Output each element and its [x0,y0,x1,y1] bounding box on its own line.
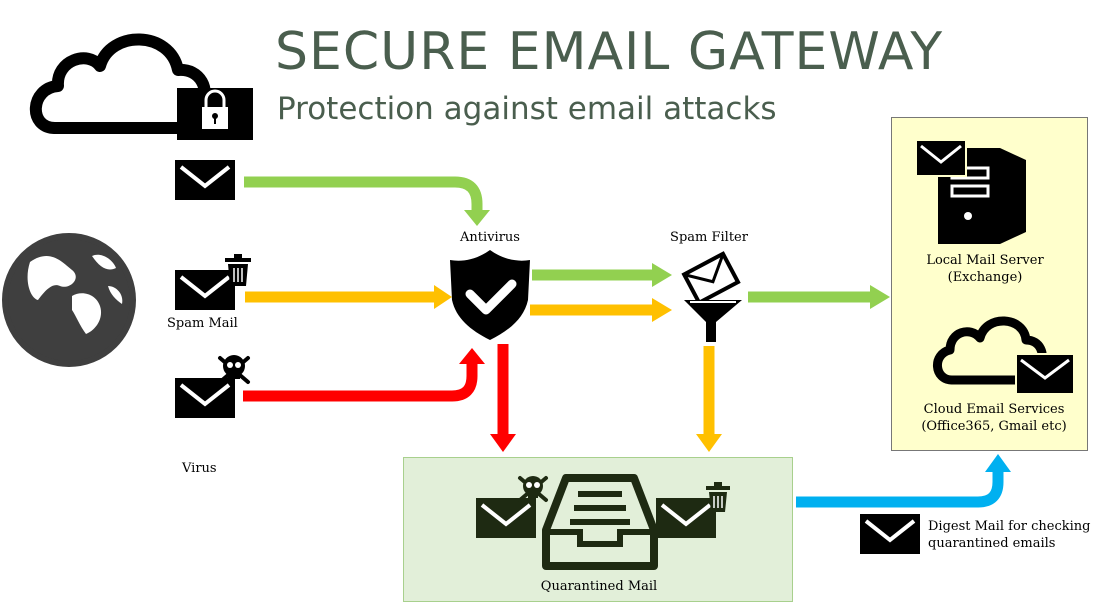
page-title: SECURE EMAIL GATEWAY [275,22,944,82]
virus-mail-arrow [243,348,485,402]
antivirus-to-quarantine-arrow [490,344,516,452]
digest-mail-icon [858,512,922,556]
trash-icon [225,254,251,286]
digest-label: Digest Mail for checking [928,519,1091,534]
spam-mail-label: Spam Mail [167,316,238,331]
page-subtitle: Protection against email attacks [277,91,777,127]
quarantine-trash-icon [706,482,730,512]
filter-to-quarantine-arrow [696,346,722,452]
spam-mail-icon [173,268,237,312]
incoming-mail-icon [173,158,237,202]
cloud-email-sublabel: (Office365, Gmail etc) [921,419,1067,434]
quarantine-skull-icon [518,476,548,502]
clean-mail-arrow [244,176,490,226]
digest-sublabel: quarantined emails [928,536,1056,551]
virus-label: Virus [182,461,217,476]
quarantine-spam-mail-icon [654,496,718,540]
local-mail-server-label: Local Mail Server [926,253,1044,268]
antivirus-clean-arrow [532,263,672,287]
cloud-email-label: Cloud Email Services [923,402,1065,417]
filter-to-server-arrow [748,285,890,309]
globe-icon [2,233,136,367]
quarantined-mail-label: Quarantined Mail [540,579,658,594]
spam-filter-icon [681,251,742,342]
antivirus-shield-icon [450,250,530,340]
antivirus-spam-arrow [530,298,672,322]
secure-cloud-icon [29,33,253,140]
spam-mail-arrow [245,285,452,309]
local-mail-server-sublabel: (Exchange) [947,270,1023,285]
antivirus-label: Antivirus [460,230,520,245]
virus-mail-icon [173,376,237,420]
inbox-tray-icon [542,474,658,570]
server-mail-icon [915,139,967,177]
quarantine-virus-mail-icon [474,496,538,540]
cloud-mail-icon [933,316,1075,395]
skull-icon [218,355,250,384]
spam-filter-label: Spam Filter [670,230,748,245]
digest-arrow [796,454,1011,508]
